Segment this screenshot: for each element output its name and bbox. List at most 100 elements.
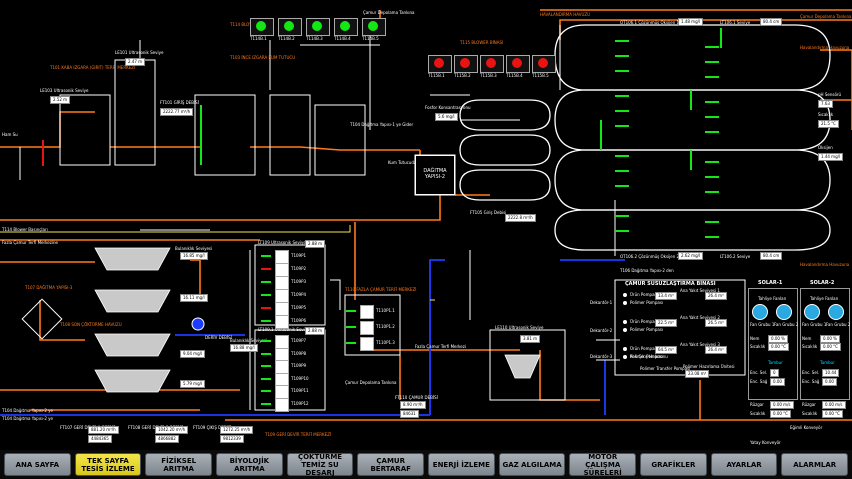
pump-label: T110P1.3	[376, 340, 395, 345]
encoder-sag-value: 0.00	[822, 378, 837, 386]
blower-status-icon	[538, 58, 548, 68]
pump-icon[interactable]	[360, 337, 374, 351]
dewater-value-1: 13.4 m³	[655, 292, 677, 300]
pump-icon[interactable]	[360, 321, 374, 335]
nav-button-10[interactable]: AYARLAR	[710, 453, 778, 476]
nav-button-9[interactable]: GRAFİKLER	[640, 453, 707, 476]
return-flow-1-total: 4484365	[88, 435, 112, 443]
fan-group-2-label: Fan Grubu 2	[774, 322, 799, 327]
aerator-indicator	[615, 125, 629, 127]
dewater-polymer-pump-label: Polimer Pompası	[630, 327, 664, 332]
nav-button-2[interactable]: FİZİKSEL ARITMA	[145, 453, 213, 476]
inlet-flow-2-label: FT105 Giriş Debisi	[470, 210, 507, 215]
decanter-1-label: Dekantör-1	[590, 300, 613, 305]
turbidity-mid-value: 16.88 mg/l	[230, 344, 258, 352]
pump-icon[interactable]	[360, 305, 374, 319]
aerator-indicator	[615, 230, 629, 232]
return-flow-1-value: 881.20 m³/h	[88, 426, 119, 434]
pump-icon[interactable]	[275, 302, 289, 316]
pump-status-indicator	[261, 268, 271, 270]
pump-icon[interactable]	[275, 289, 289, 303]
nav-button-5[interactable]: ÇAMUR BERTARAF	[357, 453, 425, 476]
blower-unit[interactable]	[362, 18, 386, 36]
pump-label: T109P1	[291, 253, 307, 258]
blower-unit[interactable]	[278, 18, 302, 36]
outlet-flow-total: 9812339	[220, 435, 244, 443]
encoder-sag-value: 0.00	[770, 378, 785, 386]
blower-unit[interactable]	[334, 18, 358, 36]
wind-value: 0.00 m/s	[770, 401, 794, 409]
status-dot-icon	[623, 355, 627, 359]
aerator-indicator	[705, 176, 719, 178]
nav-button-4[interactable]: ÇÖKTÜRME TEMİZ SU DEŞARJ	[286, 453, 354, 477]
blower-unit[interactable]	[454, 55, 478, 73]
aerator-indicator	[705, 116, 719, 118]
do1-value: 1.48 mg/l	[678, 18, 704, 26]
fan-group-1-label: Fan Grubu 1	[750, 322, 775, 327]
blower-status-icon	[486, 58, 496, 68]
blower-status-icon	[368, 21, 378, 31]
distribution-structure-2[interactable]: DAĞITMA YAPISI-2	[415, 155, 455, 195]
status-dot-icon	[623, 328, 627, 332]
temp2-value: 0.00 °C	[822, 410, 843, 418]
nav-button-3[interactable]: BİYOLOJİK ARITMA	[216, 453, 283, 476]
return-flow-1-label: FT107 GERİ DEVİR 1 DEBİSİ	[60, 425, 115, 430]
nav-button-8[interactable]: MOTOR ÇALIŞMA SÜRELERİ	[569, 453, 637, 477]
decanter-2-label: Dekantör-2	[590, 328, 613, 333]
le110-value: 3.81 m	[520, 335, 541, 343]
encoder-sel-value: 0	[770, 369, 779, 377]
pump-icon[interactable]	[275, 315, 289, 329]
pump-status-indicator	[261, 294, 271, 296]
pump-icon[interactable]	[275, 276, 289, 290]
blower-unit[interactable]	[506, 55, 530, 73]
encoder-sel-label: Enc. Sel.	[802, 370, 820, 375]
nav-button-6[interactable]: ENERJİ İZLEME	[428, 453, 495, 476]
blower-unit[interactable]	[480, 55, 504, 73]
blower-label: T114B.1	[250, 36, 267, 41]
blower-status-icon	[284, 21, 294, 31]
pump-icon[interactable]	[275, 250, 289, 264]
nav-button-1[interactable]: TEK SAYFA TESİS İZLEME	[74, 453, 142, 476]
pump-label: T109P10	[291, 375, 309, 381]
fan-group-2-label: Fan Grubu 2	[826, 322, 851, 327]
turbidity-value-3: 9.04 mg/l	[180, 350, 206, 358]
blower-unit[interactable]	[306, 18, 330, 36]
aerator-indicator	[705, 101, 719, 103]
level2-value: 80.4 cm	[760, 252, 783, 260]
aerator-indicator	[615, 55, 629, 57]
fan-icon[interactable]	[752, 304, 768, 320]
dewater-fuel-level-label: Ana Yakıt Seviyesi 1	[680, 288, 720, 293]
blower-unit[interactable]	[428, 55, 452, 73]
lt1091-value: 2.88 m	[305, 327, 326, 335]
return-flow-2-value: 1042.20 m³/h	[155, 426, 189, 434]
cake-screw-label: Kek Çıkış Helezonu	[630, 354, 668, 359]
decanter-3-label: Dekantör-3	[590, 354, 613, 359]
sludge-flow-total: 84631	[400, 410, 419, 418]
fan-icon[interactable]	[776, 304, 792, 320]
blower-unit[interactable]	[250, 18, 274, 36]
aerator-indicator	[615, 155, 629, 157]
fan-icon[interactable]	[804, 304, 820, 320]
nav-button-7[interactable]: GAZ ALGILAMA	[498, 453, 566, 476]
drum-label: Tambur	[768, 360, 783, 365]
blower-unit[interactable]	[532, 55, 556, 73]
aerator-indicator	[705, 131, 719, 133]
pump-label: T109P12	[291, 400, 309, 406]
fan-icon[interactable]	[828, 304, 844, 320]
aeration-label: HAVALANDIRMA HAVUZU	[540, 12, 591, 17]
encoder-sag-label: Enc. Sağ	[802, 379, 820, 384]
excess-sludge-pump-label: Fazla Çamur Terfi Merkezi	[415, 344, 466, 349]
to-distribution-out-1: T104 Dağıtma Yapısı-2 ye	[2, 408, 53, 413]
do1-label: OT106.1 Çözünmüş Oksijen 1	[620, 20, 680, 25]
pump-icon[interactable]	[275, 263, 289, 277]
pump-label: T109P7	[291, 338, 307, 343]
nav-button-0[interactable]: ANA SAYFA	[4, 453, 71, 476]
nav-button-11[interactable]: ALARMLAR	[781, 453, 849, 476]
pump-label: T109P5	[291, 305, 307, 310]
raw-water-label: Ham Su	[2, 132, 18, 137]
aerator-indicator	[615, 185, 629, 187]
dewater-value-2: 26.4 m³	[705, 292, 727, 300]
pump-icon[interactable]	[275, 397, 289, 412]
aerator-indicator	[615, 110, 629, 112]
solar-title: SOLAR-2	[810, 280, 835, 286]
